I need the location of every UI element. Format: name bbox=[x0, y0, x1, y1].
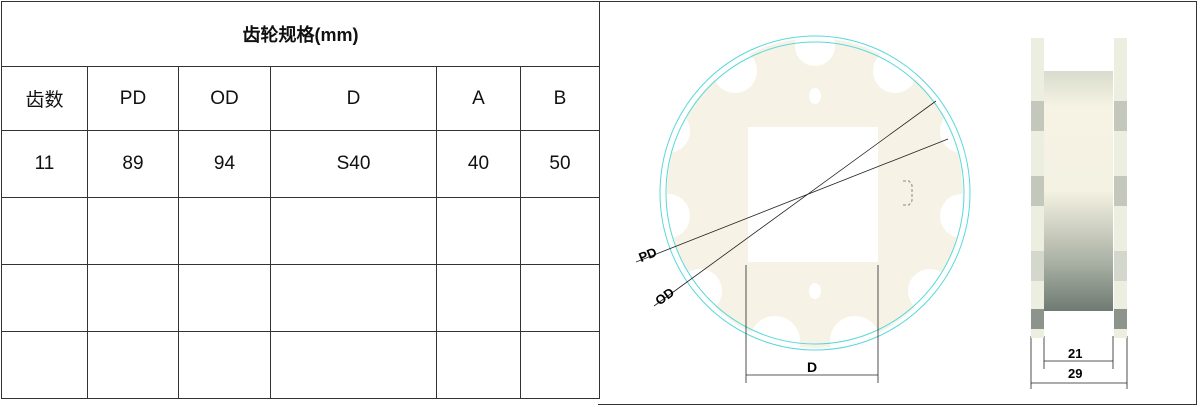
table-cell bbox=[270, 331, 437, 399]
table-title: 齿轮规格(mm) bbox=[1, 1, 600, 67]
d-label: D bbox=[807, 359, 817, 375]
header-d: D bbox=[270, 66, 437, 131]
table-cell: 89 bbox=[87, 130, 179, 198]
table-cell bbox=[87, 331, 179, 399]
table-cell bbox=[270, 264, 437, 332]
header-pd: PD bbox=[87, 66, 179, 131]
table-cell bbox=[178, 197, 271, 265]
header-a: A bbox=[436, 66, 521, 131]
table-cell bbox=[1, 331, 88, 399]
table-cell bbox=[436, 264, 521, 332]
pd-circle bbox=[665, 41, 965, 345]
table-cell: S40 bbox=[270, 130, 437, 198]
table-cell bbox=[178, 331, 271, 399]
outer-width-label: 29 bbox=[1068, 366, 1082, 381]
gear-face bbox=[667, 38, 963, 348]
table-cell: 40 bbox=[436, 130, 521, 198]
table-cell bbox=[1, 264, 88, 332]
table-row bbox=[1, 197, 600, 265]
table-cell bbox=[520, 197, 600, 265]
table-cell bbox=[178, 264, 271, 332]
gear-drawing: PD OD D 21 29 bbox=[635, 35, 1128, 389]
table-row bbox=[1, 264, 600, 332]
table-cell bbox=[270, 197, 437, 265]
od-leader-line bbox=[653, 100, 937, 307]
gear-side-view bbox=[1031, 38, 1127, 338]
table-cell: 50 bbox=[520, 130, 600, 198]
header-b: B bbox=[520, 66, 600, 131]
pd-label: PD bbox=[636, 244, 658, 265]
table-cell bbox=[87, 197, 179, 265]
table-cell bbox=[87, 264, 179, 332]
drawing-panel: PD OD D 21 29 bbox=[598, 1, 1197, 405]
od-circle bbox=[659, 35, 971, 351]
pd-leader-line bbox=[635, 138, 949, 263]
header-teeth: 齿数 bbox=[1, 66, 88, 131]
header-od: OD bbox=[178, 66, 271, 131]
table-row bbox=[1, 331, 600, 399]
table-cell: 11 bbox=[1, 130, 88, 198]
table-cell bbox=[1, 197, 88, 265]
inner-width-label: 21 bbox=[1068, 346, 1082, 361]
table-cell bbox=[520, 331, 600, 399]
table-cell: 94 bbox=[178, 130, 271, 198]
table-cell bbox=[436, 197, 521, 265]
table-cell bbox=[436, 331, 521, 399]
table-cell bbox=[520, 264, 600, 332]
